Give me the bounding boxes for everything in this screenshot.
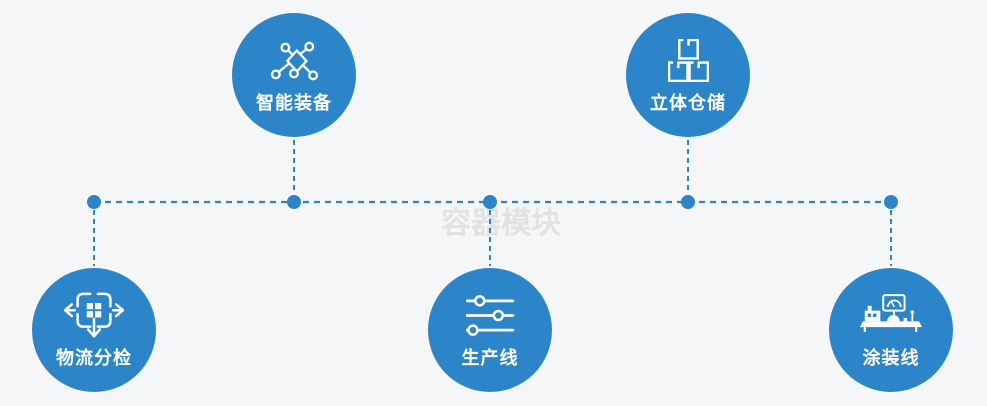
- network-nodes-icon: [270, 41, 319, 80]
- node-label: 立体仓储: [650, 93, 726, 113]
- machine-monitor-icon: [859, 294, 923, 332]
- node-label: 物流分检: [56, 348, 132, 368]
- node-label: 涂装线: [862, 348, 920, 368]
- node-stereo-warehouse: 立体仓储: [626, 13, 750, 137]
- node-label: 生产线: [461, 348, 519, 368]
- node-label: 智能装备: [256, 93, 332, 113]
- junction-dots: [87, 195, 898, 209]
- node-logistics-sorting: 物流分检: [32, 268, 156, 392]
- watermark-text: 容器模块: [441, 207, 561, 240]
- node-production-line: 生产线: [428, 268, 552, 392]
- distribute-arrows-icon: [63, 292, 125, 338]
- node-intelligent-equipment: 智能装备: [232, 13, 356, 137]
- stacked-boxes-icon: [667, 39, 709, 82]
- sliders-icon: [465, 295, 514, 336]
- node-painting-line: 涂装线: [829, 268, 953, 392]
